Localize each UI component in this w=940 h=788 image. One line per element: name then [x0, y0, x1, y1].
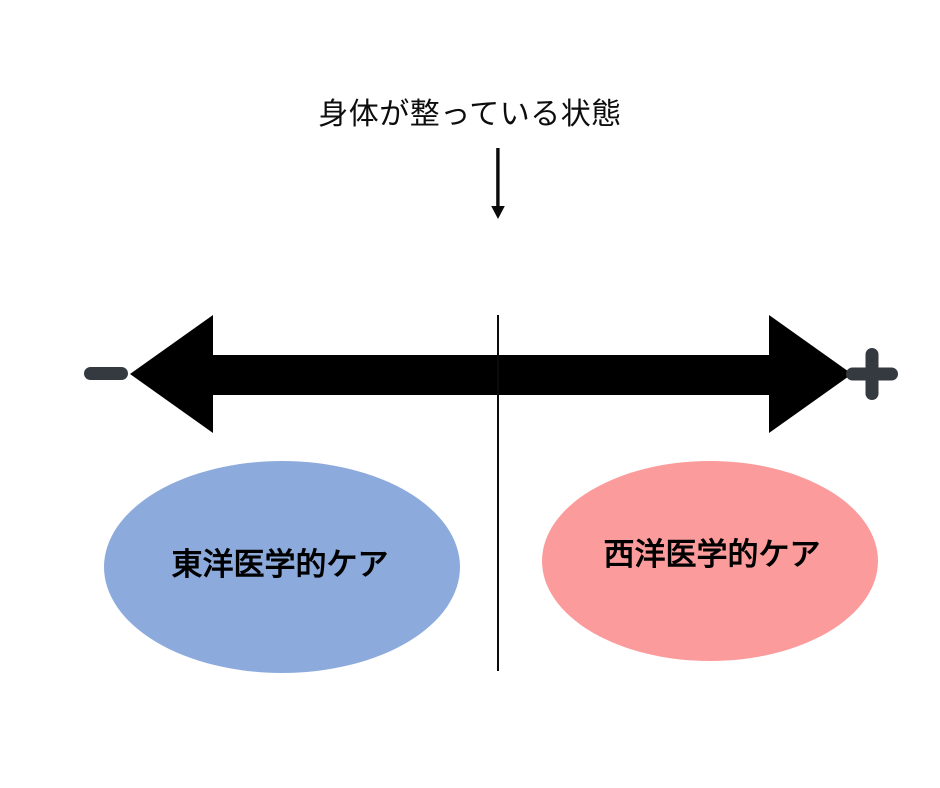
page-title: 身体が整っている状態 — [318, 98, 622, 131]
minus-sign — [84, 367, 128, 380]
down-arrow-icon — [491, 148, 505, 219]
double-headed-horizontal-arrow-icon — [130, 315, 852, 433]
node-western-care-label: 西洋医学的ケア — [603, 536, 821, 572]
center-divider-line — [497, 315, 499, 671]
node-eastern-care-label: 東洋医学的ケア — [171, 546, 389, 582]
plus-sign — [846, 348, 898, 400]
node-eastern-care[interactable]: 東洋医学的ケア — [104, 461, 460, 673]
node-western-care[interactable]: 西洋医学的ケア — [542, 461, 878, 661]
